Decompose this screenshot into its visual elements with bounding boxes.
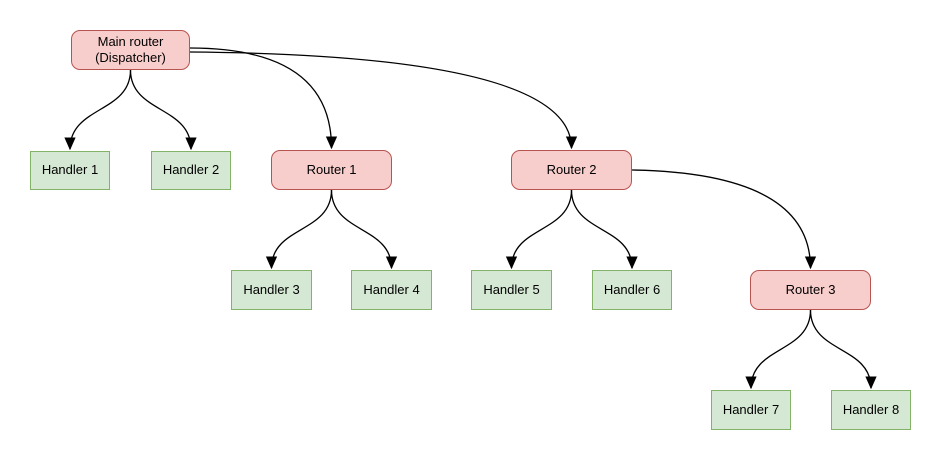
edge-router2-to-handler6: [570, 189, 638, 270]
node-handler-6: Handler 6: [592, 270, 672, 310]
node-main-router: Main router (Dispatcher): [71, 30, 190, 70]
edge-router1-to-handler3: [265, 189, 333, 270]
node-router-1: Router 1: [271, 150, 392, 190]
node-router-3: Router 3: [750, 270, 871, 310]
edge-main-to-handler1: [64, 69, 132, 151]
edge-router2-to-handler5: [505, 189, 573, 270]
node-handler-2: Handler 2: [151, 151, 231, 190]
edge-router3-to-handler8: [809, 309, 877, 390]
edge-router3-to-handler7: [745, 309, 812, 390]
node-handler-5: Handler 5: [471, 270, 552, 310]
edge-router1-to-handler4: [330, 189, 398, 270]
edge-main-to-router1: [189, 47, 338, 150]
node-handler-4: Handler 4: [351, 270, 432, 310]
node-router-2: Router 2: [511, 150, 632, 190]
node-handler-1: Handler 1: [30, 151, 110, 190]
edge-main-to-handler2: [129, 69, 197, 151]
edge-router2-to-router3: [631, 169, 817, 270]
edge-main-to-router2: [189, 51, 578, 150]
node-handler-3: Handler 3: [231, 270, 312, 310]
node-handler-8: Handler 8: [831, 390, 911, 430]
node-handler-7: Handler 7: [711, 390, 791, 430]
